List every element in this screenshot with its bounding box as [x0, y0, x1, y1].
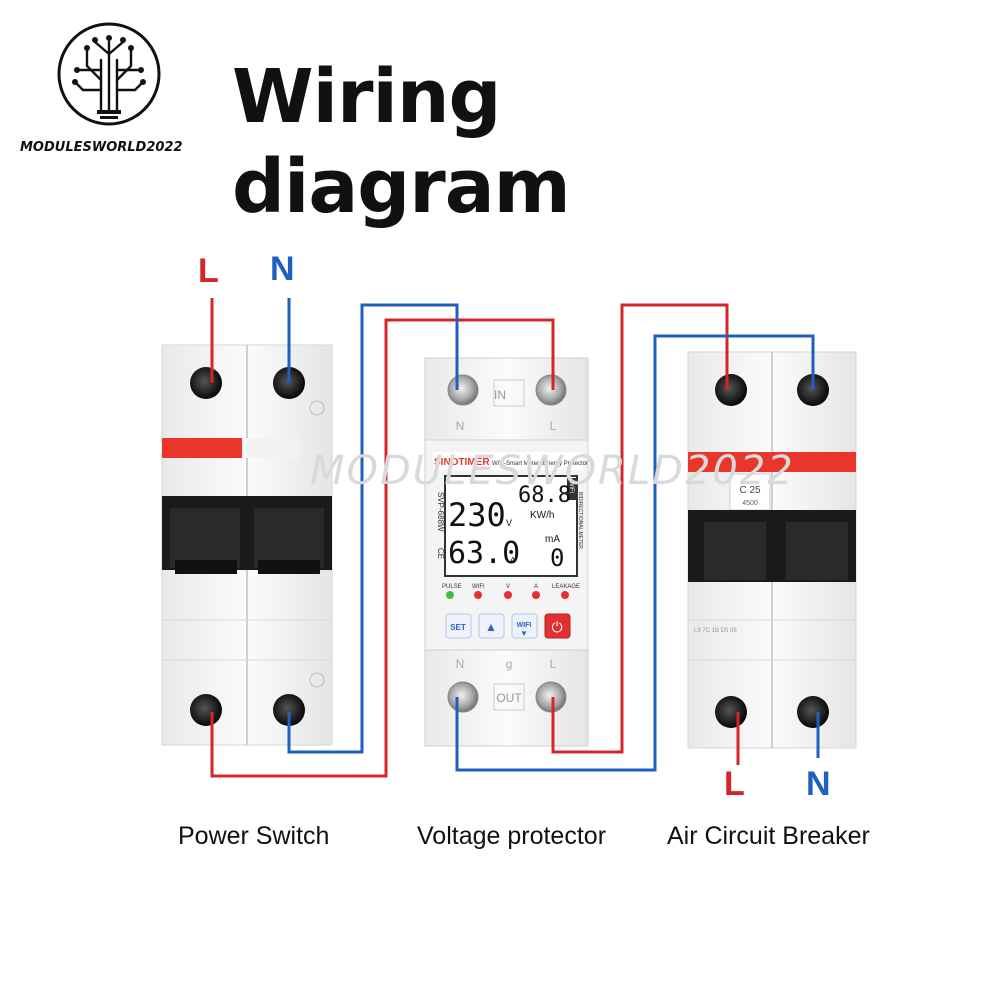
- caption-power-switch: Power Switch: [178, 822, 330, 850]
- power-switch: [161, 344, 333, 746]
- protector-model: SVP-688W: [436, 492, 445, 532]
- brand-name: MODULESWORLD2022: [20, 140, 183, 155]
- protector-n-top: N: [456, 419, 465, 433]
- live-wire-protector-to-breaker: [551, 303, 729, 754]
- protector-l-top: L: [550, 419, 557, 433]
- down-arrow-icon: ▼: [520, 629, 528, 638]
- lcd-current: 63.0: [448, 536, 520, 571]
- lcd-leakage: 0: [550, 544, 564, 572]
- live-wire-switch-to-protector: [210, 318, 555, 778]
- protector-brand: SINOTIMER: [434, 457, 490, 468]
- lcd-leakage-unit: mA: [545, 534, 560, 545]
- protector-subtitle: WiFi-Smart Meter&Energy Protector: [492, 461, 588, 467]
- wifi-button[interactable]: [511, 613, 538, 639]
- air-circuit-breaker: [687, 351, 857, 749]
- protector-out-label: OUT: [496, 691, 522, 705]
- neutral-wire-protector-to-breaker: [455, 334, 815, 772]
- power-icon: ⏻: [551, 619, 562, 635]
- caption-air-breaker: Air Circuit Breaker: [667, 822, 870, 850]
- page-title: Wiring diagram: [232, 54, 571, 230]
- protector-side-text: BIDIRECTIONAL METER: [577, 492, 583, 549]
- protector-in-label: IN: [494, 388, 506, 402]
- indicator-v: V: [506, 584, 510, 590]
- up-button[interactable]: [478, 613, 505, 639]
- lcd-current-unit: A: [510, 556, 516, 565]
- watermark: MODULESWORLD2022: [310, 448, 795, 494]
- brand-logo: [55, 20, 163, 128]
- breaker-small-text: L9 7C 1B D5 08: [694, 628, 737, 634]
- lcd-energy-unit: KW/h: [530, 510, 554, 521]
- output-live-label: L: [724, 765, 745, 803]
- caption-voltage-protector: Voltage protector: [417, 822, 607, 850]
- indicator-a: A: [534, 584, 538, 590]
- up-arrow-icon: ▲: [485, 620, 497, 634]
- lcd-voltage: 230: [448, 496, 506, 534]
- protector-l-bottom: L: [550, 657, 557, 671]
- set-button[interactable]: [445, 613, 472, 639]
- protector-n-bottom: N: [456, 657, 465, 671]
- breaker-model: C 25: [739, 485, 761, 496]
- set-button-label: SET: [450, 623, 466, 632]
- wifi-button-label: WIFI: [517, 622, 532, 629]
- output-neutral-label: N: [806, 765, 831, 803]
- lcd-energy: 68.8: [518, 483, 571, 508]
- protector-ce: CE: [436, 548, 445, 559]
- wifi-badge: WiFi: [568, 481, 574, 493]
- indicator-leakage: LEAKAGE: [552, 584, 580, 590]
- neutral-wire-switch-to-protector: [287, 303, 459, 754]
- breaker-rating: 4500: [742, 500, 758, 507]
- input-neutral-label: N: [270, 250, 295, 288]
- circuit-tree-icon: [57, 22, 161, 126]
- protector-g-label: g: [506, 657, 513, 671]
- power-button[interactable]: [544, 613, 571, 639]
- indicator-wifi: WIFI: [472, 584, 485, 590]
- lcd-voltage-unit: V: [506, 518, 512, 528]
- input-live-label: L: [198, 252, 219, 290]
- voltage-protector: [424, 357, 589, 747]
- indicator-pulse: PULSE: [442, 584, 462, 590]
